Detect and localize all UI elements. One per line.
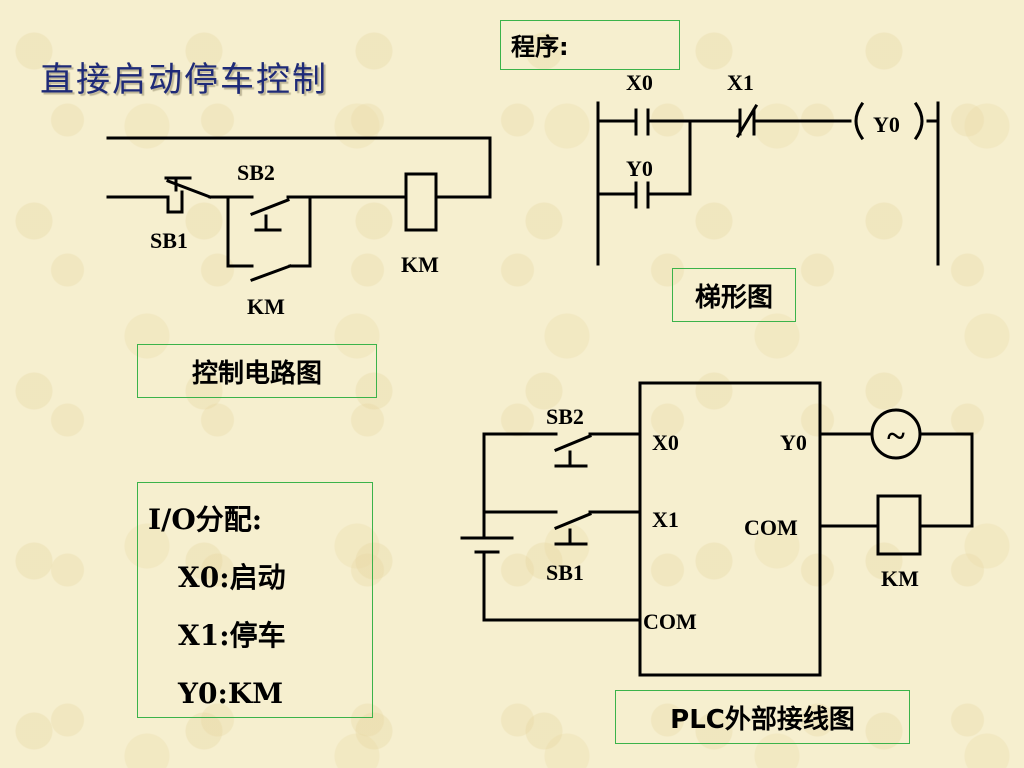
program-label: 程序:: [511, 33, 569, 61]
sb2-label: SB2: [237, 160, 275, 185]
plc-sb1-label: SB1: [546, 560, 584, 585]
km-contact-label: KM: [247, 294, 285, 319]
km-coil: [404, 172, 438, 232]
plc-sb2-label: SB2: [546, 404, 584, 429]
plc-y0-terminal: Y0: [780, 430, 807, 455]
plc-input-com-terminal: COM: [643, 609, 697, 634]
sb2-start-button: [226, 195, 312, 232]
control-circuit-caption-box: 控制电路图: [137, 344, 377, 398]
plc-x0-terminal: X0: [652, 430, 679, 455]
io-row: Y0:KM: [178, 677, 284, 710]
io-assignment-box: I/O分配: X0:启动 X1:停车 Y0:KM: [137, 482, 373, 718]
plc-block: [638, 381, 822, 677]
plc-x1-terminal: X1: [652, 507, 679, 532]
plc-wiring-caption-box: PLC外部接线图: [615, 690, 910, 744]
plc-wiring-diagram: [460, 381, 974, 677]
plc-output-com-terminal: COM: [744, 515, 798, 540]
control-circuit-caption: 控制电路图: [191, 358, 322, 389]
plc-sb2-button: [554, 434, 592, 468]
control-circuit: [106, 136, 492, 282]
ladder-x0-label: X0: [626, 70, 653, 95]
sb1-label: SB1: [150, 228, 188, 253]
ladder-y0-contact-label: Y0: [626, 156, 653, 181]
sb1-stop-button: [164, 176, 212, 214]
ladder-diagram: [596, 101, 940, 266]
plc-wiring-caption: PLC外部接线图: [670, 704, 855, 735]
km-coil-label: KM: [401, 252, 439, 277]
program-label-box: 程序:: [500, 20, 680, 70]
plc-km-label: KM: [881, 566, 919, 591]
page-title: 直接启动停车控制: [40, 60, 328, 100]
io-heading: I/O分配:: [148, 503, 263, 536]
plc-sb1-button: [554, 512, 592, 546]
ladder-y0-coil-label: Y0: [873, 112, 900, 137]
io-row: X1:停车: [178, 619, 286, 652]
ladder-caption-box: 梯形图: [672, 268, 796, 322]
ladder-x1-label: X1: [727, 70, 754, 95]
ladder-caption: 梯形图: [694, 282, 773, 313]
km-holding-contact: [226, 264, 312, 282]
plc-km-coil: [876, 494, 922, 556]
io-row: X0:启动: [178, 561, 286, 594]
ac-source-symbol: ~: [887, 418, 905, 455]
